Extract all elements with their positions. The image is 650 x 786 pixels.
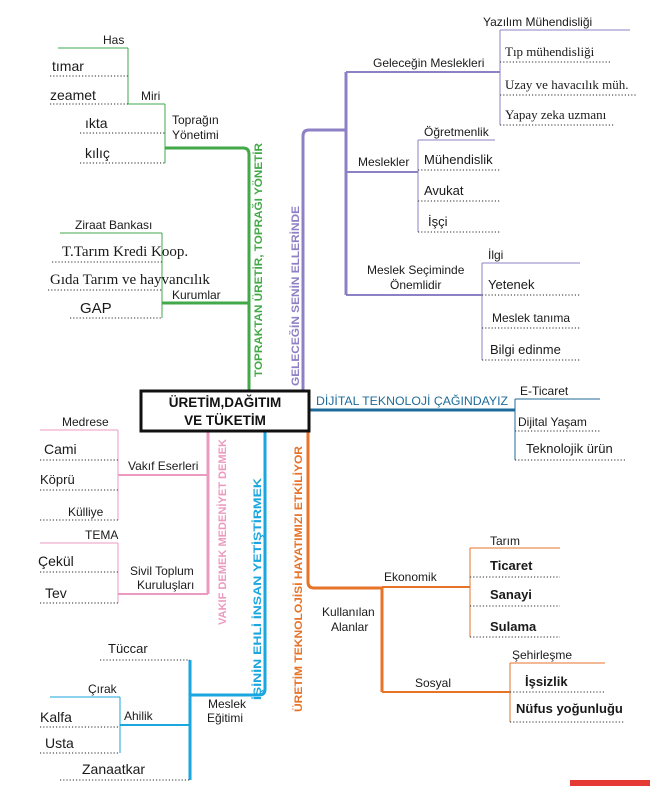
label-vakif-eserleri: Vakıf Eserleri (128, 459, 198, 473)
item-cirak: Çırak (88, 682, 118, 696)
branch-gelecek: GELECEĞİN SENİN ELLERİNDE Geleceğin Mesl… (289, 15, 636, 391)
item-kopru: Köprü (40, 472, 75, 487)
label-miri: Miri (141, 89, 160, 103)
item-tema: TEMA (85, 528, 118, 542)
item-dijital-yasam: Dijital Yaşam (518, 415, 587, 429)
item-sanayi: Sanayi (490, 587, 532, 602)
item-ogretmenlik: Öğretmenlik (424, 125, 490, 139)
label-sosyal: Sosyal (415, 676, 451, 690)
teknoloji-main-line (306, 431, 382, 590)
item-kalfa: Kalfa (40, 709, 72, 725)
label-sivil-toplum: Sivil Toplum (130, 564, 194, 578)
center-title-line2: VE TÜKETİM (184, 413, 266, 428)
branch-dijital: DİJİTAL TEKNOLOJİ ÇAĞINDAYIZ E-Ticaret D… (309, 384, 625, 461)
label-secim-line1: Meslek Seçiminde (367, 263, 465, 277)
item-gida-tarim: Gıda Tarım ve hayvancılık (50, 272, 210, 288)
item-ticaret: Ticaret (490, 558, 533, 573)
teknoloji-title: ÜRETİM TEKNOLOJİSİ HAYATIMIZI ETKİLİYOR (292, 446, 305, 712)
item-zeamet: zeamet (50, 87, 96, 103)
item-tuccar: Tüccar (108, 641, 148, 656)
center-title-line1: ÜRETİM,DAĞITIM (169, 395, 282, 410)
toprak-title: TOPRAKTAN ÜRETİR, TOPRAĞI YÖNETİR (252, 143, 265, 377)
item-meslek-tanima: Meslek tanıma (492, 311, 570, 325)
branch-teknoloji: ÜRETİM TEKNOLOJİSİ HAYATIMIZI ETKİLİYOR … (292, 431, 625, 723)
gelecek-title: GELECEĞİN SENİN ELLERİNDE (289, 206, 302, 386)
item-yetenek: Yetenek (488, 277, 535, 292)
item-timar: tımar (52, 58, 84, 74)
branch-toprak: TOPRAKTAN ÜRETİR, TOPRAĞI YÖNETİR Has tı… (48, 33, 265, 391)
item-isci: İşçi (428, 214, 448, 229)
item-ziraat-bankasi: Ziraat Bankası (75, 218, 152, 232)
label-egitimi: Eğitimi (207, 711, 243, 725)
label-kuruluslari: Kuruluşları (137, 578, 194, 592)
item-avukat: Avukat (424, 183, 464, 198)
item-muhendislik: Mühendislik (424, 152, 493, 167)
item-gap: GAP (80, 300, 112, 317)
item-uzay: Uzay ve havacılık müh. (505, 77, 628, 92)
label-kullanilan: Kullanılan (322, 605, 375, 619)
label-gelecegin-meslekleri: Geleceğin Meslekleri (373, 56, 484, 70)
item-usta: Usta (45, 735, 74, 751)
insan-main-line (190, 431, 267, 697)
gelecek-main-line (301, 128, 346, 391)
item-zanaatkar: Zanaatkar (82, 761, 145, 777)
label-toprak-yonetimi-line1: Toprağın (172, 113, 219, 127)
item-kilic: kılıç (85, 145, 110, 161)
item-eticaret: E-Ticaret (520, 384, 569, 398)
item-yazilim: Yazılım Mühendisliği (483, 15, 592, 29)
item-teknolojik-urun: Teknolojik ürün (526, 441, 613, 456)
label-meslek: Meslek (208, 697, 247, 711)
item-tev: Tev (45, 585, 67, 601)
item-tarim-kredi: T.Tarım Kredi Koop. (62, 244, 188, 260)
item-sehirlesme: Şehirleşme (512, 648, 572, 662)
item-has: Has (103, 33, 124, 47)
label-toprak-yonetimi-line2: Yönetimi (172, 128, 219, 142)
center-box (139, 389, 311, 433)
toprak-main-line (165, 146, 251, 391)
item-kulliye: Külliye (68, 505, 104, 519)
item-bilgi-edinme: Bilgi edinme (490, 342, 561, 357)
item-medrese: Medrese (62, 415, 109, 429)
item-sulama: Sulama (490, 619, 537, 634)
item-ilgi: İlgi (488, 248, 503, 262)
item-tarim: Tarım (490, 534, 520, 548)
label-ahilik: Ahilik (124, 709, 154, 723)
label-ekonomik: Ekonomik (384, 570, 438, 584)
item-issizlik: İşsizlik (525, 674, 568, 689)
branch-insan: İŞİNİN EHLİ İNSAN YETİŞTİRMEK Meslek Eği… (40, 431, 267, 781)
label-secim-line2: Önemlidir (390, 278, 441, 292)
label-kurumlar: Kurumlar (172, 288, 221, 302)
label-alanlar: Alanlar (331, 620, 368, 634)
item-nufus-yogunlugu: Nüfus yoğunluğu (516, 701, 623, 716)
item-yapay-zeka: Yapay zeka uzmanı (505, 107, 607, 122)
center-node: ÜRETİM,DAĞITIM VE TÜKETİM (139, 389, 311, 433)
dijital-title: DİJİTAL TEKNOLOJİ ÇAĞINDAYIZ (316, 393, 508, 408)
branch-vakif: VAKIF DEMEK MEDENİYET DEMEK Vakıf Eserle… (38, 415, 229, 625)
insan-title: İŞİNİN EHLİ İNSAN YETİŞTİRMEK (251, 478, 264, 700)
label-meslekler: Meslekler (358, 155, 409, 169)
item-cekul: Çekül (38, 553, 74, 569)
item-cami: Cami (44, 441, 77, 457)
vakif-title: VAKIF DEMEK MEDENİYET DEMEK (216, 439, 229, 625)
item-ikta: ıkta (85, 115, 108, 131)
item-tip: Tıp mühendisliği (505, 44, 595, 59)
page-number-bar (570, 780, 650, 786)
